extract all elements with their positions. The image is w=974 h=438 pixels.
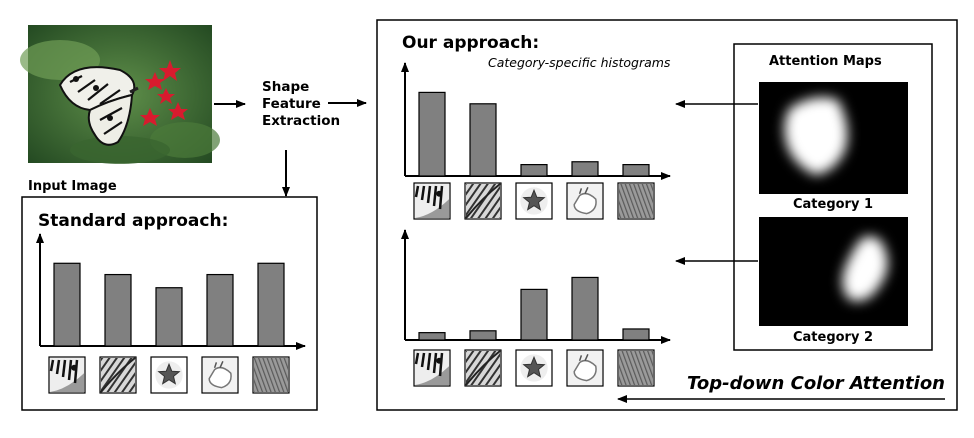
- standard-approach-title: Standard approach:: [38, 211, 228, 231]
- shape-feature-line3: Extraction: [262, 113, 340, 129]
- input-image: [20, 25, 220, 164]
- histogram-bar: [53, 262, 81, 347]
- shape-feature-line2: Feature: [262, 96, 321, 112]
- histogram-bar: [469, 330, 497, 341]
- white-blob-icon: [566, 349, 604, 387]
- histogram-bar: [622, 328, 650, 341]
- histogram-bar: [257, 262, 285, 347]
- category-specific-label: Category-specific histograms: [488, 55, 671, 70]
- input-image-label: Input Image: [28, 179, 117, 194]
- white-blob-icon: [566, 182, 604, 220]
- category-1-histogram: [401, 62, 671, 220]
- butterfly-wing-icon: [413, 182, 451, 220]
- histogram-bar: [520, 288, 548, 341]
- shape-feature-line1: Shape: [262, 79, 309, 95]
- striped-wing-icon: [464, 349, 502, 387]
- category-2-label: Category 2: [793, 330, 873, 345]
- histogram-bar: [155, 287, 183, 347]
- butterfly-wing-icon: [413, 349, 451, 387]
- histogram-bar: [104, 273, 132, 347]
- striped-wing-icon: [99, 356, 137, 394]
- attention-maps-title: Attention Maps: [769, 54, 882, 69]
- histogram-bar: [418, 91, 446, 177]
- histogram-bar: [571, 161, 599, 177]
- histogram-bar: [571, 276, 599, 341]
- category-1-label: Category 1: [793, 197, 873, 212]
- histogram-bar: [520, 164, 548, 177]
- histogram-bar: [622, 164, 650, 177]
- attention-maps-box: [733, 43, 933, 351]
- attention-map-2: [759, 217, 908, 326]
- striped-wing-icon: [464, 182, 502, 220]
- top-down-label: Top-down Color Attention: [687, 373, 945, 394]
- histogram-bar: [418, 332, 446, 341]
- textured-grass-icon: [617, 182, 655, 220]
- white-blob-icon: [201, 356, 239, 394]
- flower-icon: [150, 356, 188, 394]
- textured-grass-icon: [252, 356, 290, 394]
- flower-icon: [515, 349, 553, 387]
- textured-grass-icon: [617, 349, 655, 387]
- histogram-bar: [469, 103, 497, 177]
- our-approach-title: Our approach:: [402, 33, 539, 53]
- standard-approach-box: [21, 196, 318, 411]
- histogram-bar: [206, 273, 234, 347]
- our-approach-box: [376, 19, 958, 411]
- standard-histogram: [36, 233, 306, 394]
- attention-map-1: [759, 82, 908, 194]
- flower-icon: [515, 182, 553, 220]
- category-2-histogram: [401, 229, 671, 387]
- butterfly-wing-icon: [48, 356, 86, 394]
